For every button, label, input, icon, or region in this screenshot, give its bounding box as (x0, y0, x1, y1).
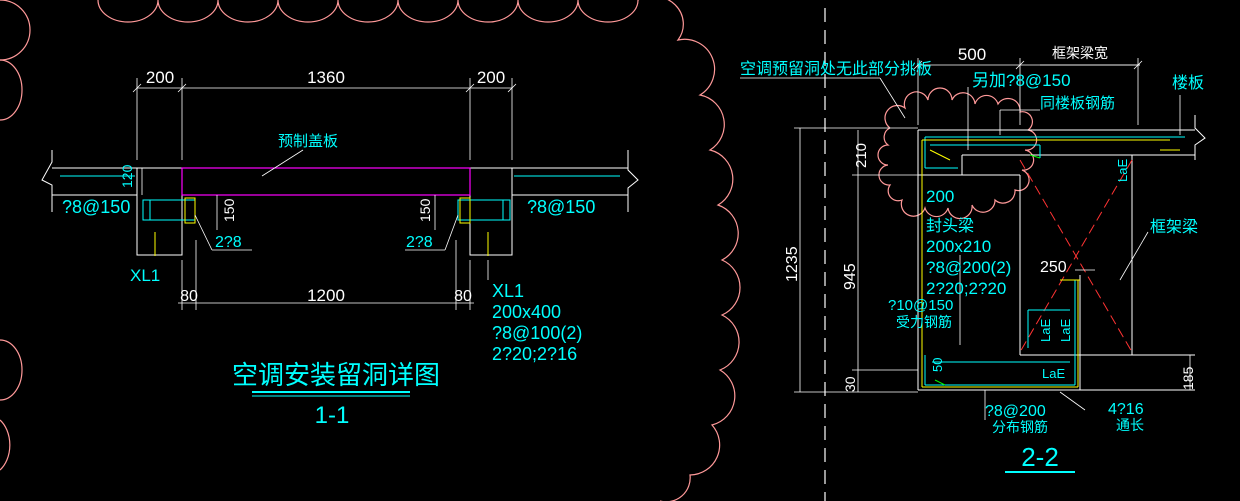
end-beam-line-3: ?8@200(2) (926, 258, 1011, 277)
frame-beam-label: 框架梁 (1150, 217, 1198, 236)
dim-200-right: 200 (477, 68, 505, 87)
lae-label-mid-2: LaE (1058, 319, 1073, 342)
end-beam-line-4: 2?20;2?20 (926, 279, 1006, 298)
extra-rebar-label: 另加?8@150 (972, 71, 1071, 90)
section-2-2: 500 框架梁宽 楼板 空调预留洞处无此部分挑板 另加?8@150 同楼板钢筋 … (740, 45, 1206, 473)
lae-label-bottom: LaE (1042, 366, 1065, 381)
frame-beam-width-label: 框架梁宽 (1052, 45, 1108, 62)
slab-label: 楼板 (1172, 73, 1204, 92)
precast-cover-plate (181, 167, 471, 196)
frame-beam-cross (1019, 159, 1133, 353)
dim-80-right: 80 (454, 288, 472, 305)
dim-150-right: 150 (417, 198, 433, 222)
dim-200-left: 200 (146, 68, 174, 87)
xl1-spec-line-2: 200x400 (492, 302, 561, 322)
same-as-slab-label: 同楼板钢筋 (1040, 94, 1115, 112)
dim-210: 210 (853, 143, 870, 168)
dim-200: 200 (926, 187, 954, 206)
dim-945: 945 (842, 263, 859, 290)
precast-slab-label: 预制盖板 (278, 132, 338, 150)
left-bars-label: 2?8 (215, 234, 242, 251)
dim-500: 500 (958, 45, 986, 64)
dim-1235: 1235 (784, 246, 801, 282)
left-rebar-label: ?8@150 (62, 197, 130, 217)
dist-rebar-label: 分布钢筋 (992, 419, 1048, 436)
dim-185: 185 (1180, 366, 1196, 390)
beam-outline (917, 115, 1206, 391)
dim-120: 120 (119, 164, 135, 188)
green-marks (934, 154, 1041, 386)
lae-label-top: LaE (1115, 159, 1130, 182)
dist-rebar-spec: ?8@200 (985, 403, 1046, 420)
rebar-lines (60, 175, 620, 221)
dim-250: 250 (1040, 259, 1067, 276)
dim-1200: 1200 (307, 286, 345, 305)
top-dimension-lines (132, 78, 517, 310)
section-2-yellow-rebar (921, 139, 1180, 388)
section-1-1: 200 1360 200 预制盖板 ?8@150 ?8@150 2?8 2?8 … (41, 68, 639, 429)
xl1-spec-line-4: 2?20;2?16 (492, 344, 577, 364)
stress-rebar-label: 受力钢筋 (896, 314, 952, 331)
lae-label-mid-1: LaE (1038, 319, 1053, 342)
end-beam-line-1: 封头梁 (926, 216, 974, 235)
stirrup-label: ?10@150 (888, 297, 953, 314)
xl1-left-label: XL1 (130, 266, 160, 285)
right-rebar-label: ?8@150 (527, 197, 595, 217)
no-cantilever-label: 空调预留洞处无此部分挑板 (740, 59, 932, 78)
end-beam-line-2: 200x210 (926, 237, 991, 256)
section-2-id: 2-2 (1021, 442, 1059, 472)
section-2-dims (740, 58, 1191, 420)
revision-cloud (0, 0, 1038, 501)
xl1-spec: XL1 200x400 ?8@100(2) 2?20;2?16 (492, 281, 582, 364)
yellow-bars (154, 197, 489, 256)
right-bars-label: 2?8 (406, 234, 433, 251)
through-label: 通长 (1116, 418, 1144, 434)
xl1-spec-line-3: ?8@100(2) (492, 323, 582, 343)
through-bars-spec: 4?16 (1108, 401, 1144, 418)
section-1-id: 1-1 (315, 402, 350, 429)
dim-1360: 1360 (307, 68, 345, 87)
end-beam-spec: 封头梁 200x210 ?8@200(2) 2?20;2?20 (926, 216, 1011, 298)
dim-80-left: 80 (180, 288, 198, 305)
dim-30: 30 (842, 376, 858, 392)
section-1-title: 空调安装留洞详图 (232, 361, 440, 391)
dim-50: 50 (930, 358, 945, 372)
dim-150-left: 150 (221, 198, 237, 222)
xl1-spec-line-1: XL1 (492, 281, 524, 301)
